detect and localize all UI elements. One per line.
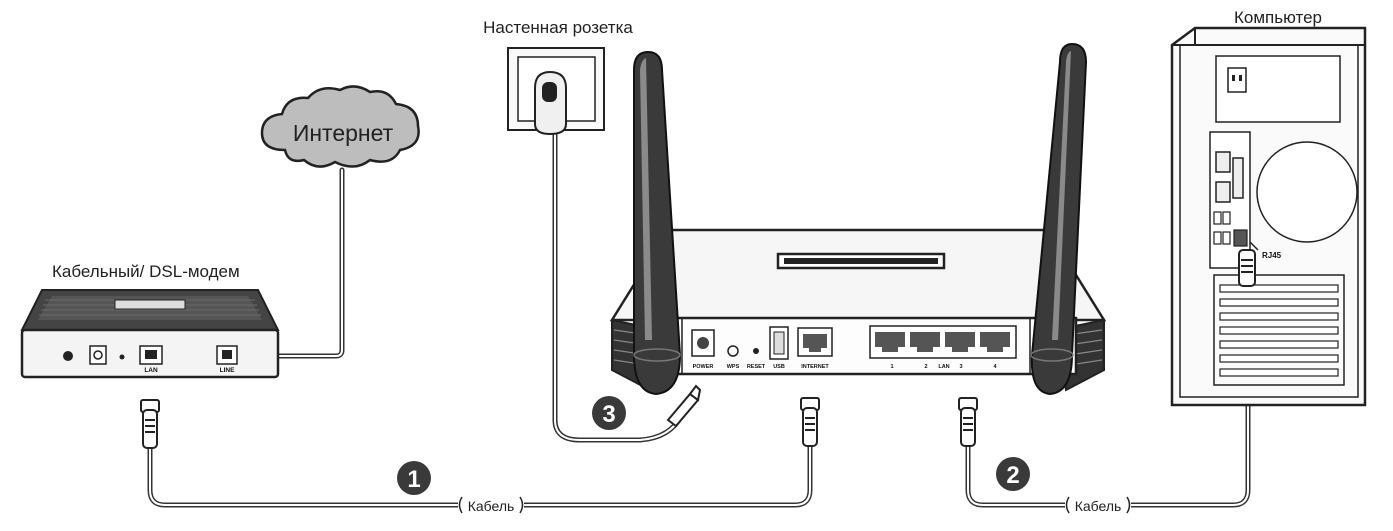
wireless-router: POWER WPS RESET USB INTERNET 1 2 LAN 3 4 xyxy=(609,42,1107,396)
power-plug-router xyxy=(666,384,702,428)
router-power-label: POWER xyxy=(693,364,714,370)
cable-1-label: Кабель xyxy=(468,498,515,514)
router-lan-number-2: 2 xyxy=(924,364,927,370)
cable-2-label-group: Кабель xyxy=(1065,495,1131,515)
rj45-plug-modem xyxy=(140,399,160,449)
router-wps-button xyxy=(727,345,739,357)
rj45-label: RJ45 xyxy=(1262,251,1282,260)
rj45-plug-computer xyxy=(1238,249,1256,287)
modem-line-label: LINE xyxy=(220,367,235,374)
router-antenna-left xyxy=(633,50,682,396)
computer-fan xyxy=(1256,141,1358,243)
modem-power-switch xyxy=(63,351,73,361)
step-3-marker: 3 xyxy=(592,396,626,430)
router-internet-label: INTERNET xyxy=(801,364,829,370)
modem-lan-label: LAN xyxy=(144,367,158,374)
rj45-plug-router-internet xyxy=(800,397,820,447)
router-wps-label: WPS xyxy=(727,364,740,370)
step-2-number: 2 xyxy=(1006,462,1019,489)
power-adapter xyxy=(534,70,567,136)
router-lan-port-2 xyxy=(910,332,940,352)
router-lan-port-4 xyxy=(980,332,1010,352)
cable-2-label: Кабель xyxy=(1075,498,1122,514)
computer-label: Компьютер xyxy=(1234,8,1322,27)
router-lan-port-3 xyxy=(945,332,975,352)
modem-reset-hole xyxy=(119,354,125,360)
router-lan-number-1: 1 xyxy=(890,364,893,370)
computer-rj45-port xyxy=(1233,229,1248,247)
computer-tower: Компьютер RJ45 xyxy=(1170,8,1367,407)
router-reset-label: RESET xyxy=(747,364,766,370)
router-lan-number-4: 4 xyxy=(993,364,997,370)
modem-power-jack xyxy=(89,345,107,365)
router-lan-port-1 xyxy=(875,332,905,352)
modem-logo xyxy=(114,299,186,310)
wall-outlet-label: Настенная розетка xyxy=(483,18,633,37)
modem-label: Кабельный/ DSL-модем xyxy=(52,262,240,281)
computer-vents xyxy=(1213,274,1345,386)
connectors xyxy=(140,249,1256,449)
step-3-number: 3 xyxy=(602,401,615,428)
wall-outlet: Настенная розетка xyxy=(483,18,633,136)
router-usb-label: USB xyxy=(773,364,785,370)
router-antenna-right xyxy=(1030,42,1088,396)
step-1-marker: 1 xyxy=(397,461,431,495)
router-reset-hole xyxy=(753,348,759,354)
cable-1-label-group: Кабель xyxy=(458,495,524,515)
step-1-number: 1 xyxy=(407,466,420,493)
router-lan-number-3: 3 xyxy=(959,364,962,370)
dsl-modem: Кабельный/ DSL-модем LAN LINE xyxy=(20,262,280,379)
step-2-marker: 2 xyxy=(996,457,1030,491)
internet-label: Интернет xyxy=(293,120,394,146)
router-lan-label: LAN xyxy=(938,364,949,370)
internet-cloud: Интернет xyxy=(260,85,420,168)
rj45-plug-router-lan xyxy=(958,397,978,447)
